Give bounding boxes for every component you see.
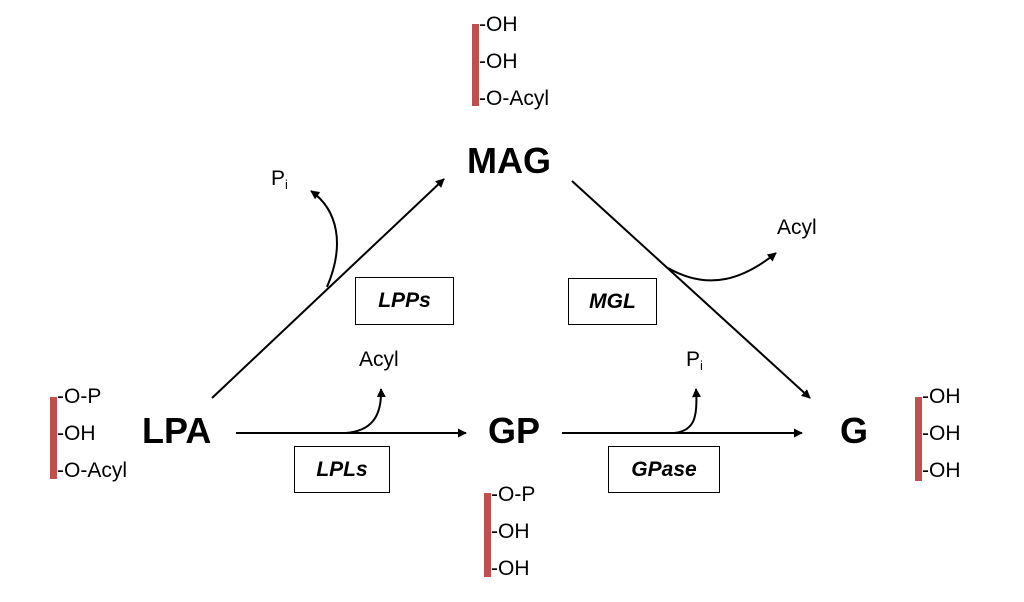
group-lpa-3: -O-Acyl xyxy=(57,459,127,482)
node-mag: MAG xyxy=(467,140,551,181)
group-gp-3: -OH xyxy=(491,557,530,580)
backbone-bar-mag xyxy=(472,24,479,106)
enzyme-box-mgl: MGL xyxy=(568,278,657,325)
enzyme-label-lpls: LPLs xyxy=(316,457,368,481)
arrow-lpa-to-mag xyxy=(211,178,445,399)
arrow-mag-to-g xyxy=(571,180,811,399)
byproduct-pi-left: Pi xyxy=(271,167,288,192)
structure-mag: -OH -OH -O-Acyl xyxy=(479,6,549,117)
enzyme-box-lpps: LPPs xyxy=(355,277,454,325)
group-gp-1: -O-P xyxy=(491,483,536,506)
enzyme-box-gpase: GPase xyxy=(608,446,720,493)
enzyme-label-mgl: MGL xyxy=(589,289,636,313)
group-lpa-1: -O-P xyxy=(57,385,102,408)
structure-lpa: -O-P -OH -O-Acyl xyxy=(57,378,127,489)
byproduct-acyl-middle: Acyl xyxy=(359,348,399,371)
arrow-pi-release-left xyxy=(310,190,338,288)
byproduct-acyl-right: Acyl xyxy=(777,216,817,239)
node-g: G xyxy=(840,410,869,451)
backbone-bar-lpa xyxy=(50,397,57,479)
enzyme-box-lpls: LPLs xyxy=(294,446,390,493)
backbone-bar-g xyxy=(915,397,922,481)
group-mag-2: -OH xyxy=(479,50,518,73)
enzyme-label-lpps: LPPs xyxy=(378,289,431,312)
arrow-acyl-release-middle xyxy=(345,388,386,434)
enzyme-label-gpase: GPase xyxy=(631,457,697,481)
arrow-acyl-release-right xyxy=(667,252,777,282)
group-lpa-2: -OH xyxy=(57,422,96,445)
arrow-pi-release-right xyxy=(673,388,702,434)
structure-gp: -O-P -OH -OH xyxy=(491,476,535,587)
group-g-2: -OH xyxy=(922,422,961,445)
group-g-1: -OH xyxy=(922,385,961,408)
group-mag-1: -OH xyxy=(479,13,518,36)
structure-g: -OH -OH -OH xyxy=(922,378,961,489)
node-lpa: LPA xyxy=(142,410,212,451)
group-g-3: -OH xyxy=(922,459,961,482)
byproduct-pi-right: Pi xyxy=(686,348,703,373)
group-mag-3: -O-Acyl xyxy=(479,87,549,110)
group-gp-2: -OH xyxy=(491,520,530,543)
backbone-bar-gp xyxy=(484,493,491,577)
node-gp: GP xyxy=(488,410,541,451)
